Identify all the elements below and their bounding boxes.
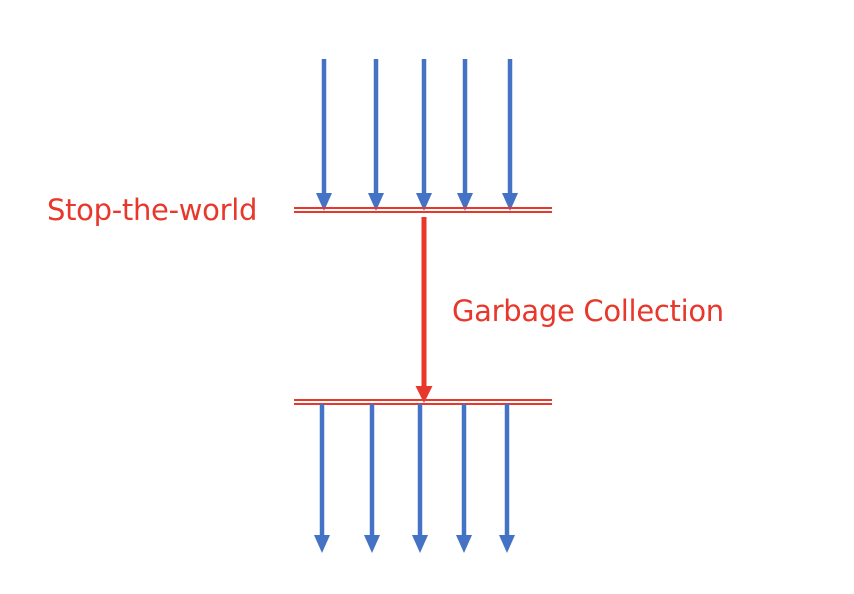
thread-arrow-bottom-4 (456, 404, 472, 553)
thread-arrow-top-5-head (502, 193, 518, 211)
thread-arrow-top-3 (416, 59, 432, 211)
garbage-collection-label: Garbage Collection (452, 294, 724, 328)
thread-arrow-top-4 (457, 59, 473, 211)
thread-arrow-bottom-2-head (364, 535, 380, 553)
threads-after-pause (314, 404, 515, 553)
thread-arrow-top-5 (502, 59, 518, 211)
gc-arrow-head (415, 386, 433, 403)
thread-arrow-bottom-3-head (412, 535, 428, 553)
thread-arrow-bottom-5-head (499, 535, 515, 553)
thread-arrow-top-1 (316, 59, 332, 211)
thread-arrow-top-2-head (368, 193, 384, 211)
gc-arrow (415, 217, 433, 403)
threads-before-pause (316, 59, 518, 211)
thread-arrow-bottom-1-head (314, 535, 330, 553)
thread-arrow-top-1-head (316, 193, 332, 211)
thread-arrow-bottom-2 (364, 404, 380, 553)
thread-arrow-bottom-1 (314, 404, 330, 553)
thread-arrow-top-4-head (457, 193, 473, 211)
gc-arrow-group (415, 217, 433, 403)
thread-arrow-top-3-head (416, 193, 432, 211)
thread-arrow-top-2 (368, 59, 384, 211)
stop-the-world-label: Stop-the-world (47, 193, 258, 227)
thread-arrow-bottom-4-head (456, 535, 472, 553)
thread-arrow-bottom-3 (412, 404, 428, 553)
stop-line-top (294, 207, 552, 213)
thread-arrow-bottom-5 (499, 404, 515, 553)
